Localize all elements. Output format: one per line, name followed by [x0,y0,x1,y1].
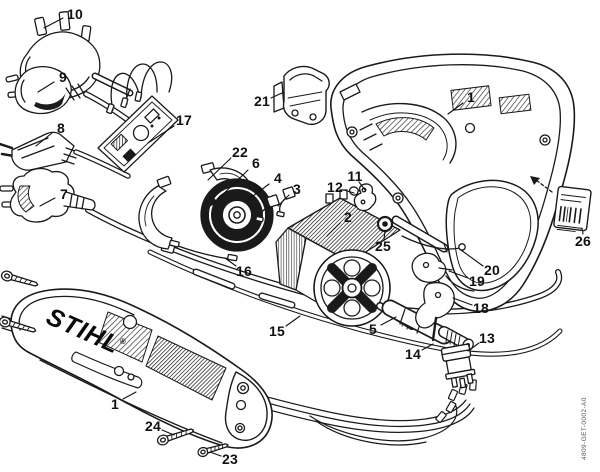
connecting-cable-illustration [147,249,563,357]
pin-illustration [205,198,217,208]
trigger-illustration [415,281,455,342]
label-arrow-icon [530,176,553,193]
switch-illustration [440,343,476,389]
housing-right-illustration [330,53,576,312]
plug-flat-illustration [0,131,131,179]
nut-illustration [376,215,394,233]
information-label-illustration [553,185,592,233]
fan-wheel-illustration [200,178,274,252]
plug-round-illustration [5,66,131,123]
bracket-illustration [273,65,330,126]
carbon-brush-illustration [255,186,296,223]
screw-23-illustration [197,443,229,458]
spring-wire-illustration [401,235,466,251]
screw-illustration [0,270,39,287]
screw-24-illustration [156,428,195,446]
svg-text:®: ® [118,336,127,347]
drawing-number: 4809-GET-0002-A0 [581,397,588,460]
clamp-illustration [353,183,377,212]
motor-illustration [275,189,416,330]
circuit-board-illustration [97,61,179,173]
screw-illustration [0,316,37,333]
rod-illustration [391,215,449,253]
housing-left-illustration [10,288,273,449]
plug-euro-illustration [0,167,96,223]
callout-leader-lines [35,17,584,457]
lockout-lever-illustration [411,252,453,283]
